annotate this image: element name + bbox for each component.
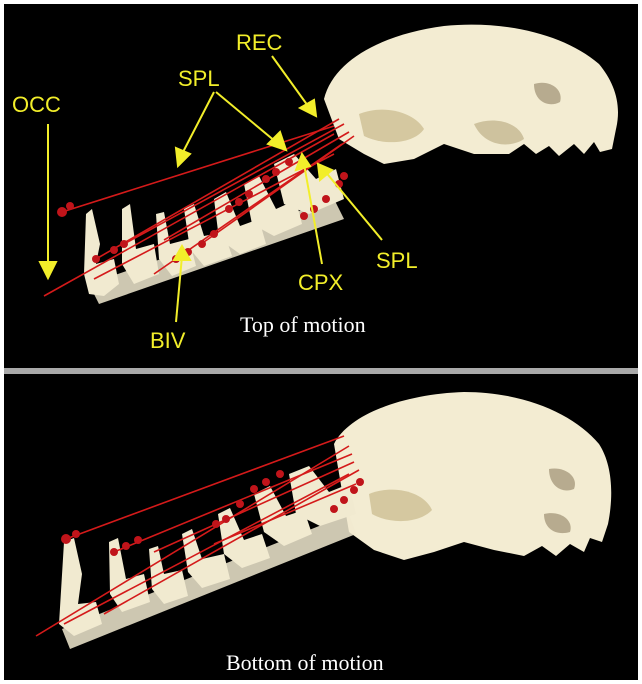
skull-neck-illustration-bottom: Bottom of motion: [4, 374, 638, 680]
label-rec: REC: [236, 30, 283, 55]
skull: [334, 392, 611, 560]
caption-bottom-of-motion: Bottom of motion: [226, 650, 384, 675]
skull: [324, 25, 618, 164]
label-biv: BIV: [150, 328, 186, 353]
label-spl-right: SPL: [376, 248, 418, 273]
skull-neck-illustration-top: OCC SPL REC CPX SPL BIV Top of motion: [4, 4, 638, 368]
top-motion-panel: OCC SPL REC CPX SPL BIV Top of motion: [4, 4, 638, 368]
bottom-motion-panel: Bottom of motion: [4, 374, 638, 680]
label-occ: OCC: [12, 92, 61, 117]
label-spl-upper: SPL: [178, 66, 220, 91]
caption-top-of-motion: Top of motion: [240, 312, 366, 337]
label-cpx: CPX: [298, 270, 344, 295]
